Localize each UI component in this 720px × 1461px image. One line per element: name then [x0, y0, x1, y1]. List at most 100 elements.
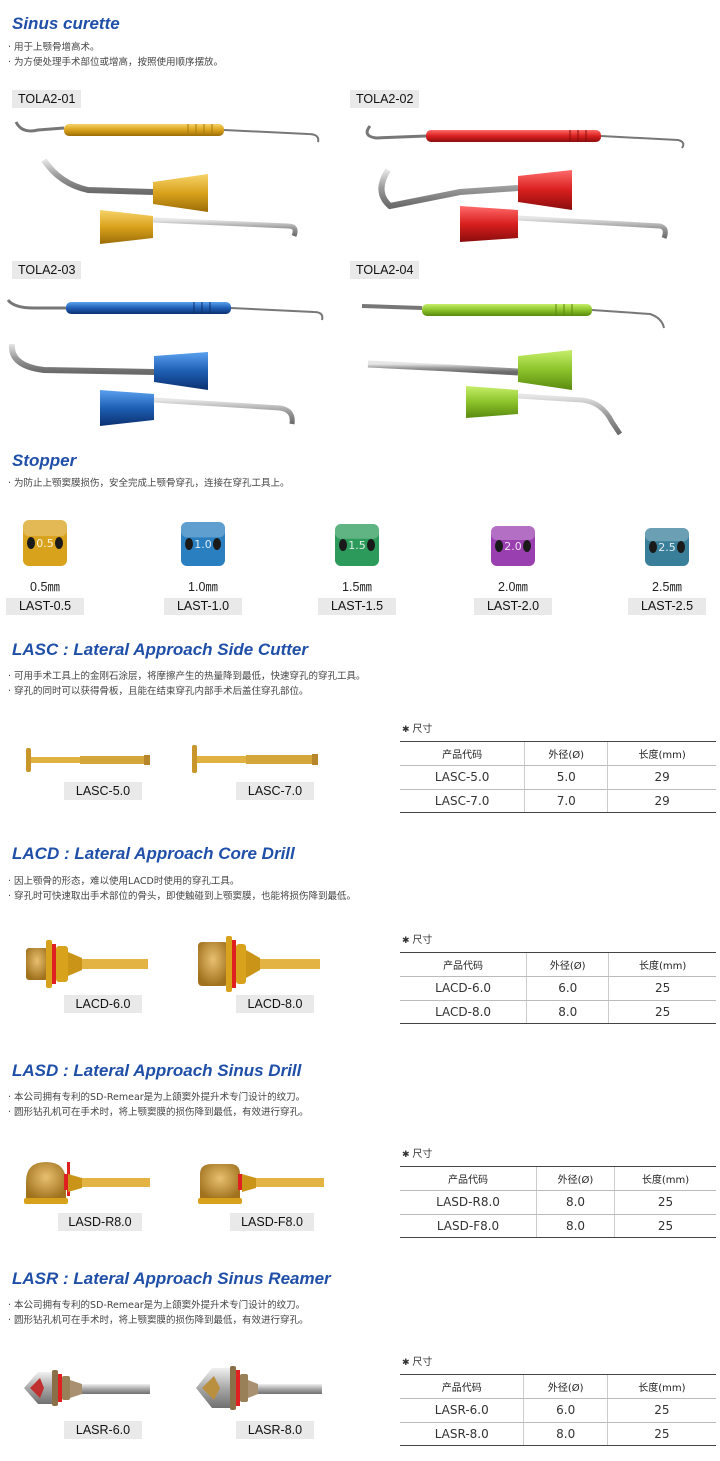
product-label-lasd-r8.0: LASD-R8.0 — [58, 1213, 142, 1231]
sinus-drill-image-lasd-f8.0 — [198, 1164, 324, 1204]
stopper-ring-image: 1.0 — [181, 522, 225, 566]
cell-code: LASC-5.0 — [400, 765, 525, 790]
bullet: 为方便处理手术部位或增高，按照使用顺序摆放。 — [8, 56, 223, 71]
cell-length: 29 — [607, 789, 716, 813]
stopper-ring-body — [181, 522, 225, 566]
stopper-ring-body — [335, 524, 379, 566]
stopper-ring-hole — [649, 541, 657, 553]
cell-diameter: 7.0 — [524, 789, 608, 813]
bullet: 为防止上颚窦膜损伤，安全完成上颚骨穿孔，连接在穿孔工具上。 — [8, 477, 290, 492]
curette-image-tola2-02 — [365, 125, 685, 242]
stopper-ring-hole — [185, 538, 193, 550]
bullet: 本公司拥有专利的SD-Remear是为上颌窦外提升术专门设计的纹刀。 — [8, 1091, 309, 1106]
cell-length: 29 — [607, 765, 716, 790]
lasr-bullets: 本公司拥有专利的SD-Remear是为上颌窦外提升术专门设计的纹刀。 圆形钻孔机… — [8, 1299, 309, 1328]
stopper-ring-body — [23, 520, 67, 566]
stopper-ring-mark: 2.0 — [504, 540, 522, 553]
cell-diameter: 6.0 — [526, 976, 609, 1001]
cell-code: LACD-6.0 — [400, 976, 527, 1001]
bullet: 本公司拥有专利的SD-Remear是为上颌窦外提升术专门设计的纹刀。 — [8, 1299, 309, 1314]
bullet: 圆形钻孔机可在手术时，将上颚窦膜的损伤降到最低，有效进行穿孔。 — [8, 1314, 309, 1329]
section-title-lasc: LASC : Lateral Approach Side Cutter — [12, 640, 308, 659]
stopper-ring-hole — [339, 539, 347, 551]
curette-image-tola2-04 — [361, 304, 665, 436]
stopper-ring-highlight — [23, 520, 67, 537]
side-cutter-image-lasc-5.0 — [26, 748, 150, 772]
cell-diameter: 8.0 — [536, 1190, 615, 1215]
sinus-reamer-image-lasr-6.0 — [24, 1370, 150, 1406]
cell-length: 25 — [606, 1422, 716, 1446]
header-length: 长度(mm) — [613, 1166, 716, 1191]
stopper-item-2.0: 2.0 2.0㎜ LAST-2.0 — [468, 524, 558, 615]
bullet: 用于上颚骨增高术。 — [8, 41, 223, 56]
header-diameter: 外径(Ø) — [536, 1166, 615, 1191]
header-code: 产品代码 — [400, 1166, 537, 1191]
side-cutter-image-lasc-7.0 — [192, 745, 318, 773]
header-length: 长度(mm) — [606, 1374, 716, 1399]
bullet: 可用手术工具上的金刚石涂层，将摩擦产生的热量降到最低，快速穿孔的穿孔工具。 — [8, 670, 366, 685]
cell-length: 25 — [608, 1000, 716, 1024]
cell-code: LASR-6.0 — [400, 1398, 524, 1423]
stopper-item-0.5: 0.5 0.5㎜ LAST-0.5 — [0, 518, 90, 615]
stopper-ring-mark: 1.0 — [194, 538, 212, 551]
cell-diameter: 8.0 — [536, 1214, 615, 1238]
stopper-code: LAST-2.5 — [628, 598, 706, 615]
stopper-ring-image: 0.5 — [23, 520, 67, 566]
header-code: 产品代码 — [400, 1374, 524, 1399]
sinus-drill-image-lasd-r8.0 — [24, 1162, 150, 1204]
stopper-ring-mark: 1.5 — [348, 539, 366, 552]
product-label-lasr-6.0: LASR-6.0 — [64, 1421, 142, 1439]
bullet: 穿孔时可快速取出手术部位的骨头，即使触碰到上颚窦膜，也能将损伤降到最低。 — [8, 890, 356, 905]
tool-label-tola2-02: TOLA2-02 — [350, 90, 420, 108]
stopper-code: LAST-1.0 — [164, 598, 242, 615]
stopper-ring-mark: 2.5 — [658, 541, 676, 554]
product-label-lasd-f8.0: LASD-F8.0 — [230, 1213, 314, 1231]
spec-caption: 尺寸 — [402, 1145, 716, 1160]
header-length: 长度(mm) — [607, 741, 716, 766]
product-label-lasr-8.0: LASR-8.0 — [236, 1421, 314, 1439]
lacd-bullets: 因上颚骨的形态，难以使用LACD时使用的穿孔工具。 穿孔时可快速取出手术部位的骨… — [8, 875, 356, 904]
bullet: 因上颚骨的形态，难以使用LACD时使用的穿孔工具。 — [8, 875, 356, 890]
stopper-code: LAST-0.5 — [6, 598, 84, 615]
cell-diameter: 5.0 — [524, 765, 608, 790]
stopper-ring-body — [491, 526, 535, 566]
stopper-ring-highlight — [491, 526, 535, 540]
header-diameter: 外径(Ø) — [524, 741, 608, 766]
stopper-item-1.0: 1.0 1.0㎜ LAST-1.0 — [158, 520, 248, 615]
stopper-ring-hole — [367, 539, 375, 551]
header-diameter: 外径(Ø) — [526, 952, 609, 977]
stopper-size: 2.5㎜ — [652, 580, 682, 594]
spec-caption: 尺寸 — [402, 1353, 716, 1368]
stopper-ring-image: 2.5 — [645, 528, 689, 566]
stopper-item-2.5: 2.5 2.5㎜ LAST-2.5 — [622, 526, 712, 615]
stopper-ring-image: 2.0 — [491, 526, 535, 566]
sinus-reamer-image-lasr-8.0 — [196, 1366, 322, 1410]
curette-image-tola2-03 — [6, 299, 324, 426]
section-title-lasd: LASD : Lateral Approach Sinus Drill — [12, 1061, 302, 1080]
bullet: 圆形钻孔机可在手术时，将上颚窦膜的损伤降到最低，有效进行穿孔。 — [8, 1106, 309, 1121]
cell-length: 25 — [613, 1214, 716, 1238]
tool-label-tola2-04: TOLA2-04 — [350, 261, 420, 279]
stopper-ring-highlight — [335, 524, 379, 539]
stopper-ring-body — [645, 528, 689, 566]
stopper-ring-hole — [677, 541, 685, 553]
header-length: 长度(mm) — [608, 952, 716, 977]
stopper-size: 1.5㎜ — [342, 580, 372, 594]
stopper-code: LAST-1.5 — [318, 598, 396, 615]
lasc-bullets: 可用手术工具上的金刚石涂层，将摩擦产生的热量降到最低，快速穿孔的穿孔工具。 穿孔… — [8, 670, 366, 699]
stopper-ring-hole — [55, 537, 63, 549]
stopper-ring-hole — [213, 538, 221, 550]
stopper-item-1.5: 1.5 1.5㎜ LAST-1.5 — [312, 522, 402, 615]
cell-length: 25 — [606, 1398, 716, 1423]
stopper-ring-hole — [523, 540, 531, 552]
tool-label-tola2-01: TOLA2-01 — [12, 90, 82, 108]
